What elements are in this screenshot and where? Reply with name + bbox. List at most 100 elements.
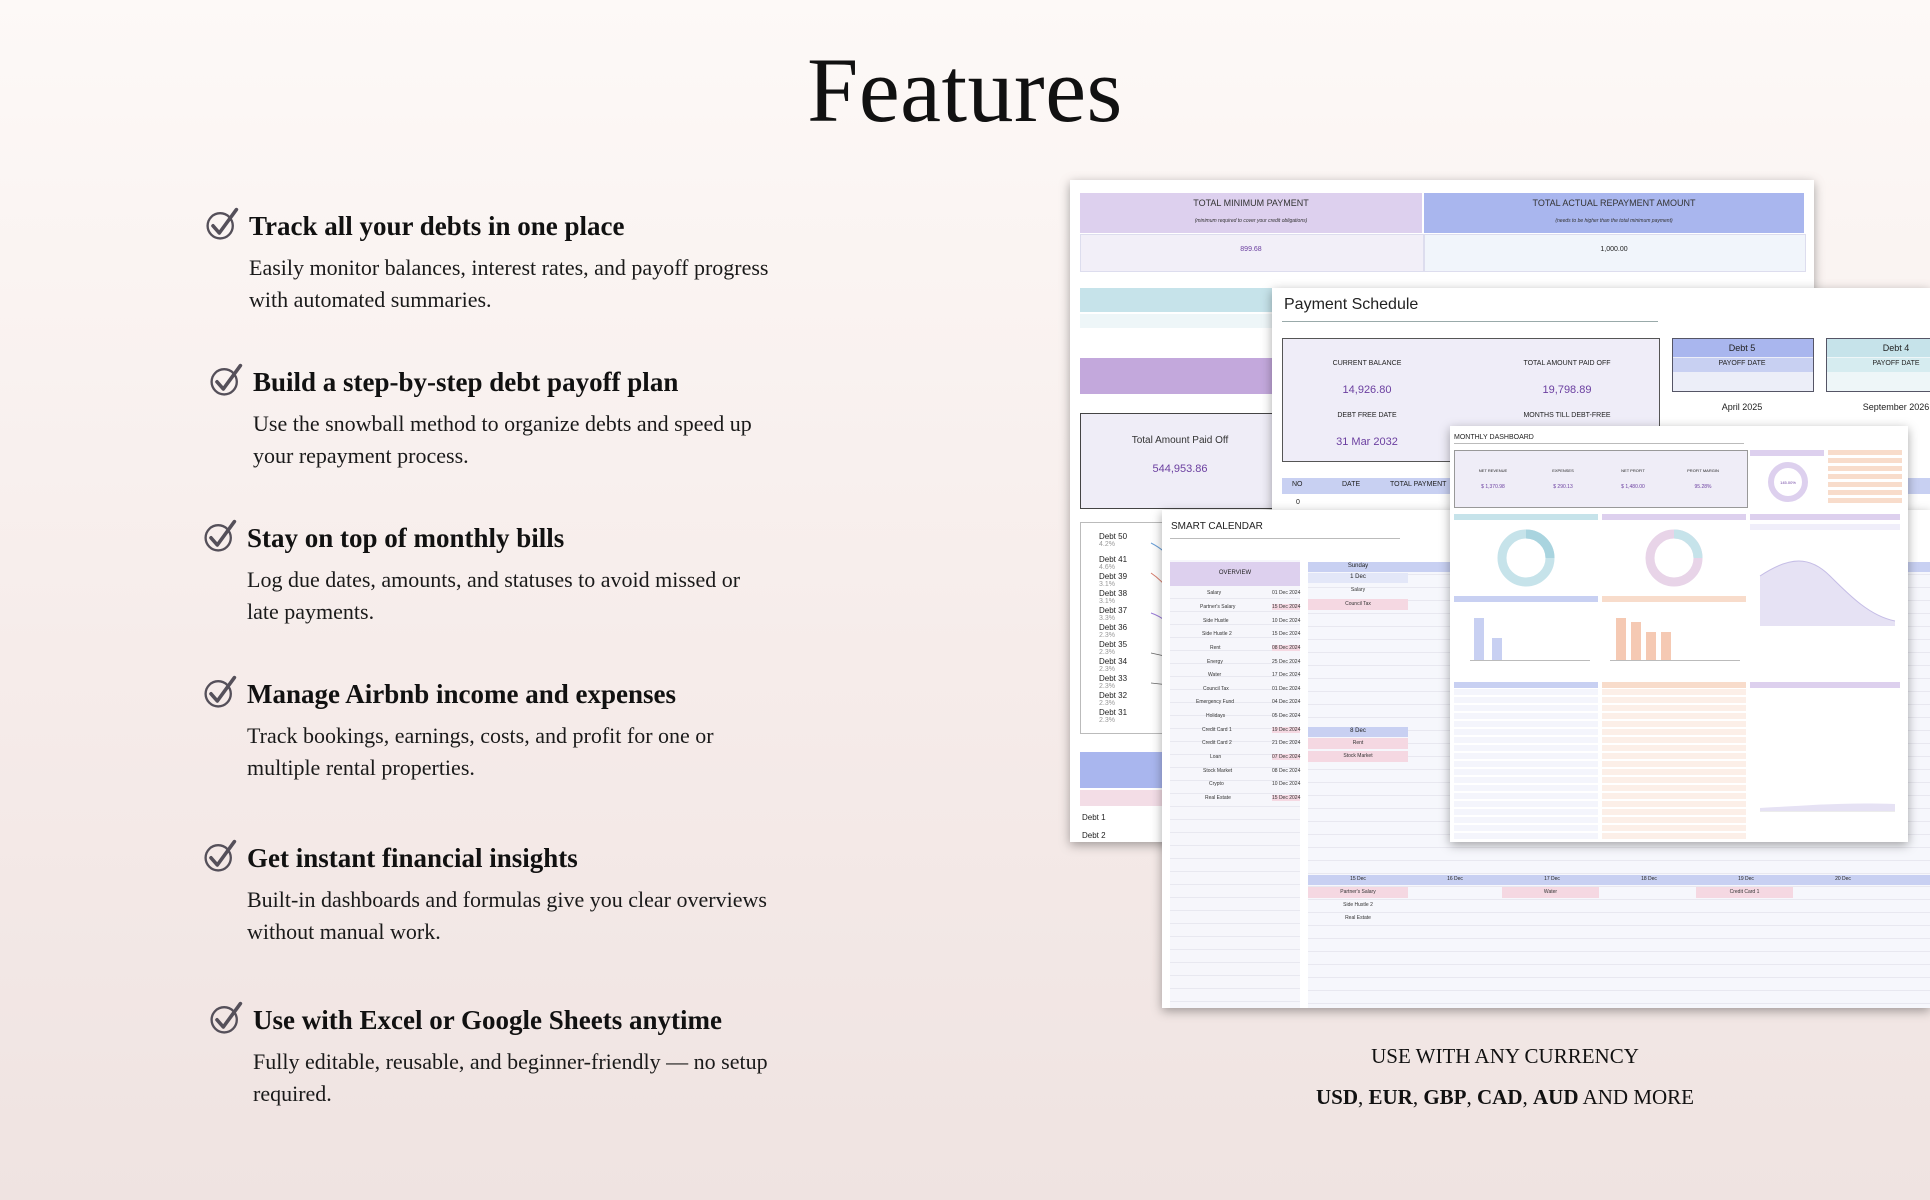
feature-heading: Stay on top of monthly bills (247, 523, 565, 553)
checkmark-icon (204, 675, 237, 708)
debt-label: Debt 34 (1099, 657, 1128, 666)
debt-label: Debt 50 (1099, 532, 1128, 541)
calendar-event: Side Hustle 2 (1343, 902, 1373, 908)
area-chart (1759, 560, 1896, 626)
debt-percent: 2.3% (1099, 632, 1115, 639)
day-label: 18 Dec (1641, 876, 1657, 882)
currency-code: GBP (1423, 1085, 1467, 1109)
day-label: 19 Dec (1738, 876, 1754, 882)
kpi-value: $ 1,370.98 (1481, 484, 1505, 490)
debt-percent: 2.3% (1099, 649, 1115, 656)
calendar-event: Partner's Salary (1340, 889, 1376, 895)
current-balance-value: 14,926.80 (1342, 384, 1392, 396)
dashboard-title: MONTHLY DASHBOARD (1454, 434, 1534, 441)
feature-heading: Track all your debts in one place (249, 211, 625, 241)
paid-off-value: 544,953.86 (1152, 463, 1208, 475)
debt-row-label: Debt 2 (1082, 831, 1106, 840)
separator: , (1466, 1085, 1477, 1109)
day-label: 8 Dec (1350, 728, 1366, 734)
separator: , (1357, 1085, 1369, 1109)
table-cell: 0 (1296, 499, 1300, 506)
day-label: 16 Dec (1447, 876, 1463, 882)
debt-free-label: DEBT FREE DATE (1337, 412, 1397, 419)
debt-free-value: 31 Mar 2032 (1336, 436, 1398, 448)
feature-description: Built-in dashboards and formulas give yo… (247, 887, 767, 945)
debt-percent: 3.3% (1099, 615, 1115, 622)
debt-percent: 4.6% (1099, 564, 1115, 571)
debt-label: Debt 37 (1099, 606, 1128, 615)
feature-heading: Manage Airbnb income and expenses (247, 679, 677, 709)
checkmark-icon (204, 839, 237, 872)
donut-chart (1497, 529, 1555, 587)
kpi-value: 95.28% (1694, 484, 1712, 490)
feature-item: Track all your debts in one place Easily… (206, 207, 769, 316)
feature-item: Build a step-by-step debt payoff plan Us… (210, 363, 773, 472)
currency-list: USD, EUR, GBP, CAD, AUD AND MORE (1305, 1085, 1705, 1110)
paid-off-label: Total Amount Paid Off (1131, 435, 1229, 446)
currency-code: USD (1315, 1085, 1358, 1109)
overview-label: OVERVIEW (1218, 570, 1252, 576)
currency-code: AUD (1533, 1085, 1579, 1109)
line-chart (1760, 803, 1895, 812)
feature-description: Fully editable, reusable, and beginner-f… (253, 1049, 768, 1107)
day-label: 20 Dec (1835, 876, 1851, 882)
total-min-payment-note: (minimum required to cover your credit o… (1194, 218, 1308, 224)
debt-label: Debt 38 (1099, 589, 1128, 598)
checkmark-icon (206, 207, 239, 240)
debt-percent: 3.1% (1099, 581, 1115, 588)
feature-description: Log due dates, amounts, and statuses to … (247, 567, 741, 625)
feature-heading: Build a step-by-step debt payoff plan (253, 367, 679, 397)
debt4-label: Debt 4 (1882, 343, 1910, 353)
table-header: DATE (1342, 481, 1361, 488)
debt-label: Debt 32 (1099, 691, 1128, 700)
page-title: Features (807, 39, 1123, 141)
total-actual-value: 1,000.00 (1600, 246, 1628, 253)
kpi-label: NET PROFIT (1621, 468, 1645, 473)
debt5-label: Debt 5 (1728, 343, 1756, 353)
debt-label: Debt 35 (1099, 640, 1128, 649)
currency-code: CAD (1477, 1085, 1523, 1109)
debt-percent: 2.3% (1099, 717, 1115, 724)
separator: , (1522, 1085, 1533, 1109)
feature-heading: Use with Excel or Google Sheets anytime (253, 1005, 722, 1035)
total-min-payment-value: 899.68 (1240, 246, 1262, 253)
current-balance-label: CURRENT BALANCE (1332, 360, 1402, 367)
kpi-value: $ 1,480.00 (1621, 484, 1645, 490)
feature-item: Manage Airbnb income and expenses Track … (204, 675, 767, 784)
payment-schedule-title: Payment Schedule (1284, 296, 1419, 313)
feature-heading: Get instant financial insights (247, 843, 578, 873)
debt-percent: 3.1% (1099, 598, 1115, 605)
debt-percent: 2.3% (1099, 700, 1115, 707)
feature-description: Track bookings, earnings, costs, and pro… (247, 723, 714, 781)
calendar-event: Real Estate (1345, 915, 1371, 921)
table-header: NO (1292, 481, 1303, 488)
debt-label: Debt 41 (1099, 555, 1128, 564)
separator: , (1412, 1085, 1424, 1109)
debt-percent: 4.2% (1099, 541, 1115, 548)
total-paid-label: TOTAL AMOUNT PAID OFF (1523, 360, 1611, 367)
payoff-date-label: PAYOFF DATE (1872, 360, 1920, 367)
weekday-header: Sunday (1347, 563, 1369, 569)
kpi-value: $ 290.13 (1553, 484, 1573, 490)
table-header: TOTAL PAYMENT (1390, 481, 1447, 488)
total-actual-label: TOTAL ACTUAL REPAYMENT AMOUNT (1532, 198, 1696, 208)
months-label: MONTHS TILL DEBT-FREE (1523, 412, 1611, 419)
debt4-payoff-date: September 2026 (1862, 402, 1930, 412)
feature-description: Use the snowball method to organize debt… (253, 411, 752, 469)
total-actual-note: (needs to be higher than the total minim… (1555, 218, 1673, 224)
debt-label: Debt 31 (1099, 708, 1128, 717)
checkmark-icon (210, 1001, 243, 1034)
ring-chart (1768, 462, 1808, 502)
calendar-event: Salary (1350, 587, 1366, 593)
checkmark-icon (210, 363, 243, 396)
kpi-label: PROFIT MARGIN (1687, 468, 1719, 473)
